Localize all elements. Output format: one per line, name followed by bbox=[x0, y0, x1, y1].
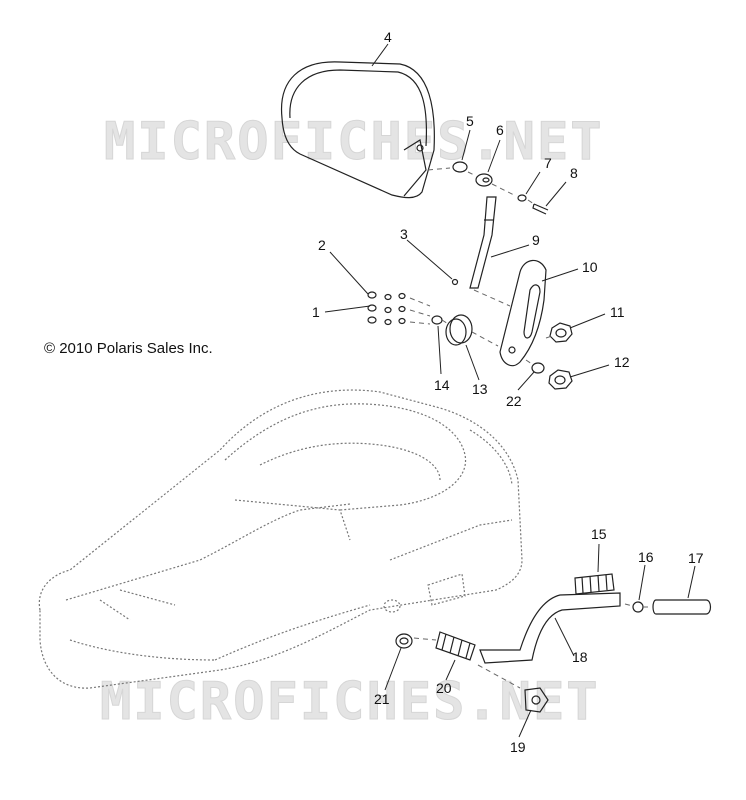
knob-11 bbox=[549, 322, 573, 343]
washer-22 bbox=[531, 362, 545, 374]
nut-14 bbox=[431, 315, 443, 325]
washer-5 bbox=[452, 161, 468, 173]
plug-16 bbox=[632, 601, 644, 613]
grab-handle bbox=[479, 592, 621, 664]
bracket-plate bbox=[499, 259, 547, 367]
grip-17 bbox=[652, 599, 712, 615]
watermark-bottom: MICROFICHES.NET bbox=[100, 672, 600, 733]
seat-outline bbox=[38, 389, 523, 689]
grip-20 bbox=[435, 631, 476, 661]
callout-14: 14 bbox=[434, 377, 450, 393]
callout-16: 16 bbox=[638, 549, 654, 565]
callout-17: 17 bbox=[688, 550, 704, 566]
callout-7: 7 bbox=[544, 155, 552, 171]
callout-22: 22 bbox=[506, 393, 522, 409]
screws-1-2 bbox=[367, 291, 406, 326]
spacer-13 bbox=[445, 314, 473, 346]
bracket-arm bbox=[469, 196, 497, 289]
callout-5: 5 bbox=[466, 113, 474, 129]
knob-12 bbox=[548, 369, 573, 390]
washer-7 bbox=[517, 194, 527, 202]
callout-3: 3 bbox=[400, 226, 408, 242]
callout-4: 4 bbox=[384, 29, 392, 45]
grommet-21 bbox=[395, 633, 413, 649]
callout-18: 18 bbox=[572, 649, 588, 665]
callout-13: 13 bbox=[472, 381, 488, 397]
callout-21: 21 bbox=[374, 691, 390, 707]
callout-15: 15 bbox=[591, 526, 607, 542]
copyright-text: © 2010 Polaris Sales Inc. bbox=[44, 340, 213, 357]
callout-10: 10 bbox=[582, 259, 598, 275]
callout-19: 19 bbox=[510, 739, 526, 755]
callout-2: 2 bbox=[318, 237, 326, 253]
callout-9: 9 bbox=[532, 232, 540, 248]
callout-8: 8 bbox=[570, 165, 578, 181]
watermark-top: MICROFICHES.NET bbox=[104, 112, 604, 173]
callout-6: 6 bbox=[496, 122, 504, 138]
fastener-19 bbox=[524, 687, 549, 713]
grip-15 bbox=[574, 573, 615, 595]
callout-11: 11 bbox=[610, 304, 625, 320]
washer-6 bbox=[475, 173, 493, 187]
bolt-8 bbox=[532, 203, 549, 215]
backrest-pad bbox=[280, 61, 435, 199]
callout-12: 12 bbox=[614, 354, 630, 370]
leader-lines bbox=[324, 43, 696, 738]
callout-1: 1 bbox=[312, 304, 320, 320]
callout-20: 20 bbox=[436, 680, 452, 696]
callouts: 4 5 6 7 8 3 9 2 10 11 1 12 14 13 22 15 1… bbox=[312, 29, 704, 755]
alignment-lines bbox=[409, 167, 652, 689]
bolt-3 bbox=[451, 278, 459, 286]
